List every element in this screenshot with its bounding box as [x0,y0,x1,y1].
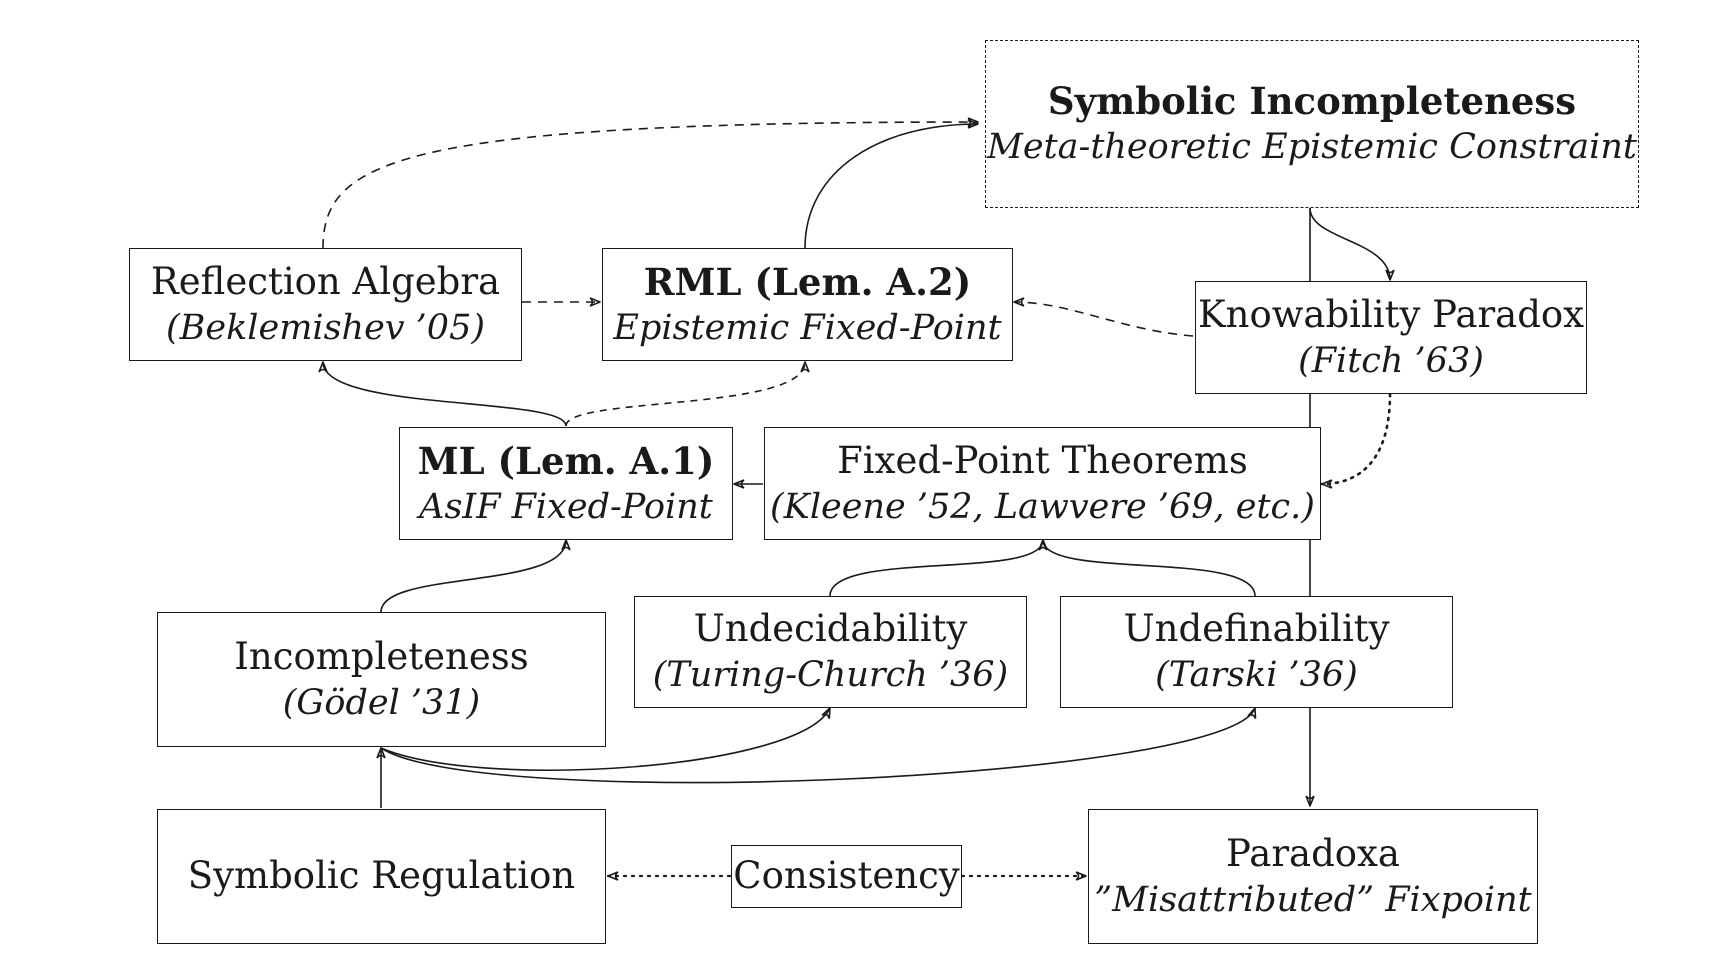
edge-incompleteness-to-ml [380,539,571,613]
node-title: Fixed-Point Theorems [837,438,1248,482]
node-subtitle: (Tarski ’36) [1155,655,1358,696]
node-title: Reflection Algebra [150,259,501,303]
node-subtitle: (Kleene ’52, Lawvere ’69, etc.) [770,486,1315,527]
node-rml: RML (Lem. A.2) Epistemic Fixed-Point [602,248,1013,361]
node-fixed-point-theorems: Fixed-Point Theorems (Kleene ’52, Lawver… [764,427,1321,540]
node-title: Undefinability [1123,607,1390,651]
node-title: Knowability Paradox [1197,292,1585,336]
edge-knowability-to-rml [1013,297,1194,337]
node-title: Undecidability [693,607,968,651]
node-knowability-paradox: Knowability Paradox (Fitch ’63) [1195,281,1587,394]
edge-ml-to-rml [565,361,810,427]
edge-ml-to-reflection [318,361,567,427]
node-subtitle: (Turing-Church ’36) [652,655,1009,696]
edge-undefinability-to-fixedpoint [1038,539,1256,597]
edge-reflection-to-symbolic [322,117,979,249]
node-subtitle: ”Misattributed” Fixpoint [1094,879,1532,920]
edge-incompleteness-to-undefinability [380,707,1257,784]
edge-knowability-fixedpoint [1320,383,1395,489]
edge-rml-to-symbolic [804,119,979,249]
node-ml: ML (Lem. A.1) AsIF Fixed-Point [399,427,733,540]
node-undecidability: Undecidability (Turing-Church ’36) [634,596,1027,708]
node-subtitle: Meta-theoretic Epistemic Constraint [987,127,1637,168]
node-reflection-algebra: Reflection Algebra (Beklemishev ’05) [129,248,522,361]
node-subtitle: (Beklemishev ’05) [165,307,486,348]
node-title: Consistency [733,854,960,898]
node-subtitle: (Gödel ’31) [282,682,481,723]
node-consistency: Consistency [731,845,962,908]
edge-symbolic-to-knowability [1309,207,1395,281]
node-undefinability: Undefinability (Tarski ’36) [1060,596,1453,708]
node-title: Paradoxa [1226,831,1400,875]
edge-undecidability-to-fixedpoint [829,539,1048,597]
node-title: Incompleteness [234,634,529,678]
node-title: ML (Lem. A.1) [417,438,715,483]
node-symbolic-regulation: Symbolic Regulation [157,809,606,944]
node-subtitle: Epistemic Fixed-Point [613,307,1002,348]
edge-incompleteness-to-undecidability [380,707,831,771]
node-paradoxa: Paradoxa ”Misattributed” Fixpoint [1088,809,1538,944]
node-subtitle: AsIF Fixed-Point [419,486,713,527]
node-symbolic-incompleteness: Symbolic Incompleteness Meta-theoretic E… [985,40,1639,208]
node-title: Symbolic Incompleteness [1047,79,1577,124]
node-title: Symbolic Regulation [187,854,576,898]
node-incompleteness: Incompleteness (Gödel ’31) [157,612,606,747]
node-title: RML (Lem. A.2) [643,259,972,304]
node-subtitle: (Fitch ’63) [1298,340,1484,381]
